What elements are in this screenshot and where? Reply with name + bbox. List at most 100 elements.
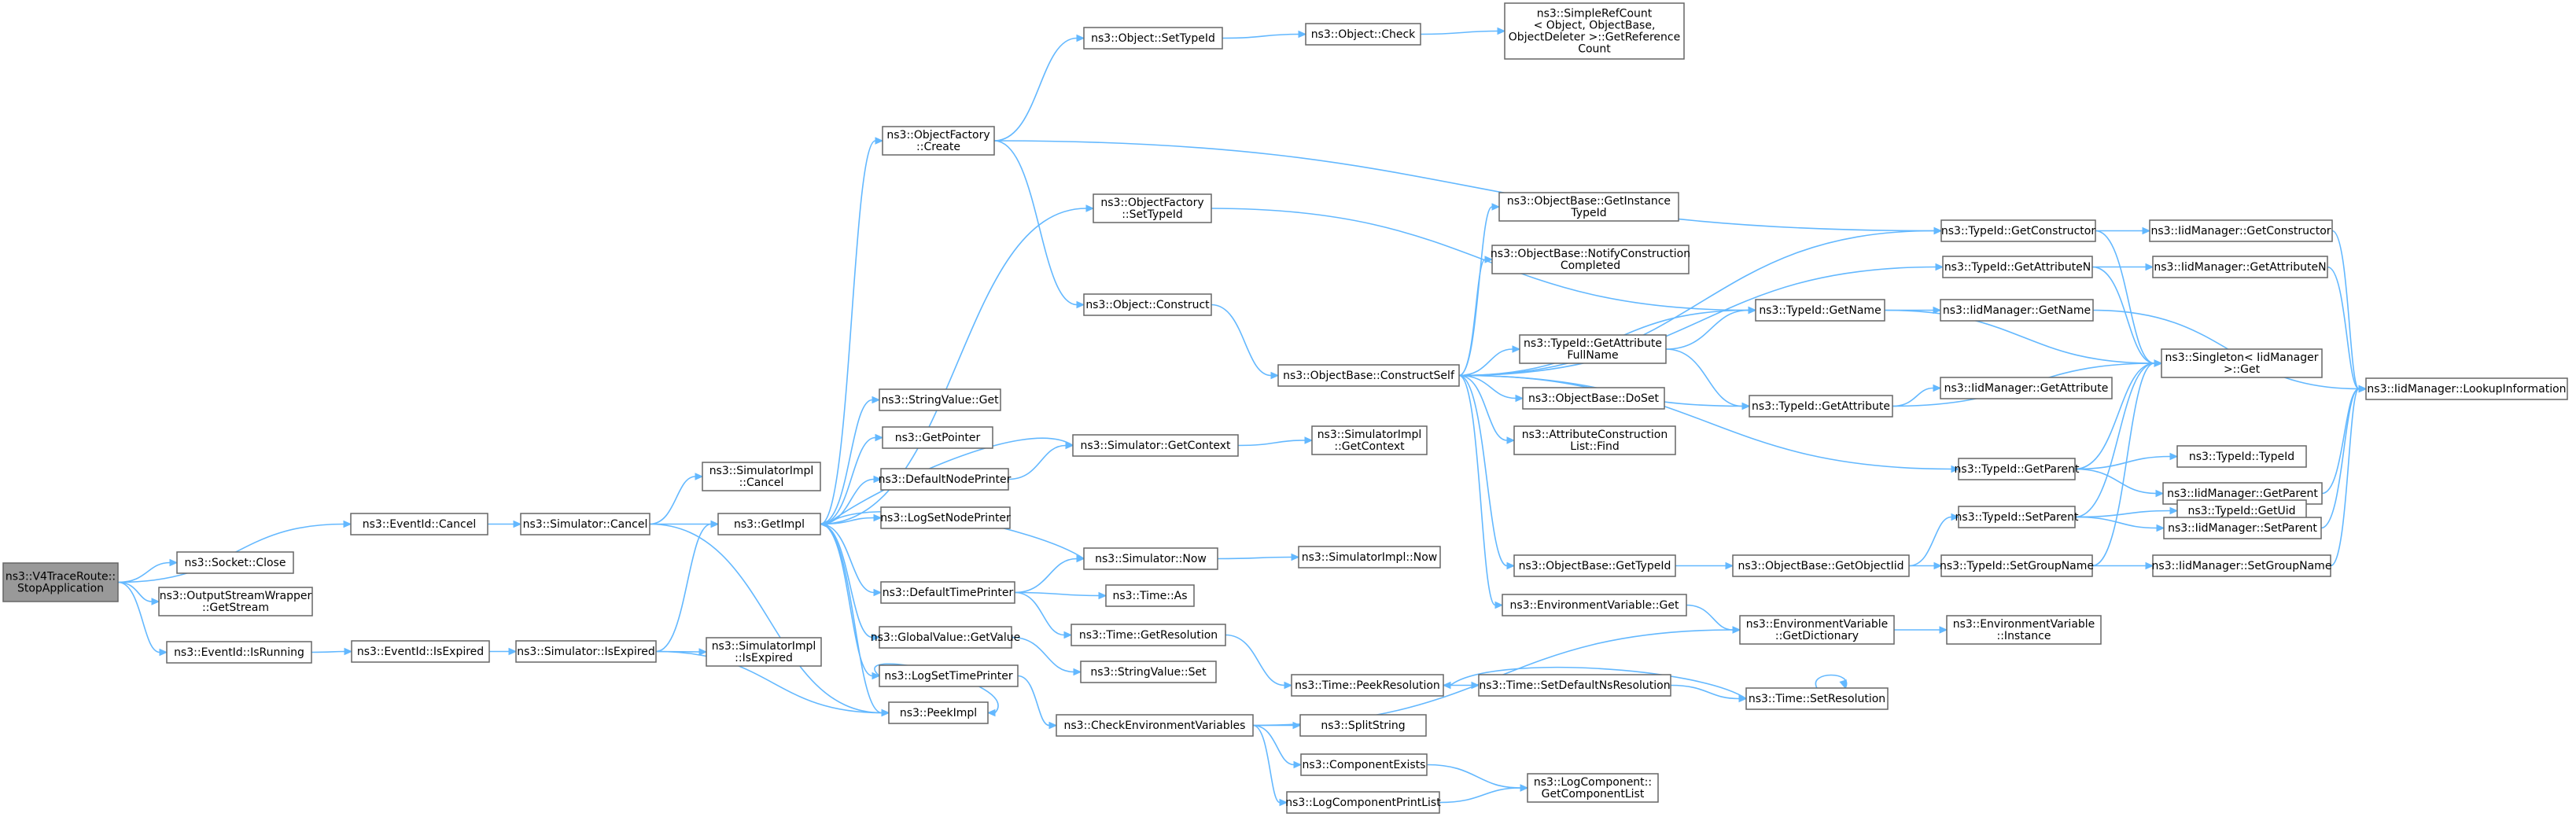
node-ns3-logsettimeprinter[interactable]: ns3::LogSetTimePrinter bbox=[879, 664, 1019, 687]
node-ns3-logsetnodeprinter[interactable]: ns3::LogSetNodePrinter bbox=[880, 506, 1011, 529]
node-ns3-typeid-getattributen[interactable]: ns3::TypeId::GetAttributeN bbox=[1942, 256, 2093, 278]
node-box bbox=[1478, 674, 1671, 697]
call-edge bbox=[2074, 359, 2163, 470]
node-ns3-stringvalue-get[interactable]: ns3::StringValue::Get bbox=[879, 388, 1001, 411]
node-label: ns3::EnvironmentVariable bbox=[1746, 618, 1889, 631]
node-ns3-componentexists[interactable]: ns3::ComponentExists bbox=[1300, 753, 1428, 776]
node-box bbox=[1940, 377, 2113, 399]
node-box bbox=[1498, 192, 1679, 222]
node-ns3-logcomponentprintlist[interactable]: ns3::LogComponentPrintList bbox=[1285, 791, 1441, 814]
node-ns3-time-getresolution[interactable]: ns3::Time::GetResolution bbox=[1071, 624, 1226, 646]
node-box bbox=[1083, 27, 1223, 50]
node-ns3-defaultnodeprinter[interactable]: ns3::DefaultNodePrinter bbox=[879, 468, 1012, 491]
node-label: ns3::GetImpl bbox=[734, 518, 805, 531]
node-ns3-getpointer[interactable]: ns3::GetPointer bbox=[882, 426, 993, 449]
node-ns3-globalvalue-getvalue[interactable]: ns3::GlobalValue::GetValue bbox=[871, 626, 1020, 649]
node-ns3-peekimpl[interactable]: ns3::PeekImpl bbox=[888, 701, 989, 724]
node-ns3-typeid-getconstructor[interactable]: ns3::TypeId::GetConstructor bbox=[1940, 219, 2096, 242]
call-edge bbox=[2074, 452, 2179, 470]
node-label: ns3::ObjectBase::GetTypeId bbox=[1519, 560, 1671, 572]
node-ns3-iidmanager-getattributen[interactable]: ns3::IidManager::GetAttributeN bbox=[2152, 256, 2328, 278]
node-ns3-eventid-isrunning[interactable]: ns3::EventId::IsRunning bbox=[166, 641, 312, 664]
node-label: ns3::GlobalValue::GetValue bbox=[871, 631, 1020, 644]
node-ns3-typeid-typeid[interactable]: ns3::TypeId::TypeId bbox=[2176, 445, 2307, 468]
node-ns3-objectbase-getobjectiid[interactable]: ns3::ObjectBase::GetObjectIid bbox=[1732, 554, 1910, 577]
node-ns3-iidmanager-lookupinformation[interactable]: ns3::IidManager::LookupInformation bbox=[2365, 377, 2568, 400]
node-ns3-singleton-iidmanager-get[interactable]: ns3::Singleton< IidManager>::Get bbox=[2161, 348, 2323, 378]
node-label: ns3::Time::SetDefaultNsResolution bbox=[1479, 679, 1670, 692]
call-edge bbox=[2095, 230, 2163, 367]
node-ns3-objectbase-notifyconstructioncompleted[interactable]: ns3::ObjectBase::NotifyConstructionCompl… bbox=[1491, 245, 1690, 274]
node-ns3-objectfactory-settypeid[interactable]: ns3::ObjectFactory::SetTypeId bbox=[1093, 193, 1212, 223]
node-ns3-environmentvariable-getdictionary[interactable]: ns3::EnvironmentVariable::GetDictionary bbox=[1739, 615, 1895, 645]
node-ns3-time-setdefaultnsresolution[interactable]: ns3::Time::SetDefaultNsResolution bbox=[1478, 674, 1671, 697]
node-ns3-simulatorimpl-isexpired[interactable]: ns3::SimulatorImpl::IsExpired bbox=[706, 637, 822, 667]
node-ns3-getimpl[interactable]: ns3::GetImpl bbox=[717, 513, 821, 535]
node-ns3-eventid-cancel[interactable]: ns3::EventId::Cancel bbox=[350, 513, 488, 535]
node-ns3-simulator-isexpired[interactable]: ns3::Simulator::IsExpired bbox=[515, 640, 657, 663]
node-ns3-simulator-cancel[interactable]: ns3::Simulator::Cancel bbox=[520, 513, 650, 535]
node-ns3-iidmanager-getname[interactable]: ns3::IidManager::GetName bbox=[1940, 299, 2094, 322]
node-box bbox=[1083, 293, 1212, 316]
call-edge bbox=[117, 581, 168, 657]
node-label: ns3::Time::SetResolution bbox=[1749, 693, 1885, 705]
node-ns3-typeid-setgroupname[interactable]: ns3::TypeId::SetGroupName bbox=[1940, 554, 2094, 577]
node-ns3-objectbase-gettypeid[interactable]: ns3::ObjectBase::GetTypeId bbox=[1513, 554, 1676, 577]
node-box bbox=[1305, 23, 1421, 46]
node-ns3-time-as[interactable]: ns3::Time::As bbox=[1105, 584, 1195, 607]
node-ns3-object-construct[interactable]: ns3::Object::Construct bbox=[1083, 293, 1212, 316]
node-ns3-iidmanager-getattribute[interactable]: ns3::IidManager::GetAttribute bbox=[1940, 377, 2113, 399]
node-label: ns3::Time::As bbox=[1112, 590, 1187, 602]
node-ns3-defaulttimeprinter[interactable]: ns3::DefaultTimePrinter bbox=[880, 581, 1015, 604]
node-ns3-simulatorimpl-now[interactable]: ns3::SimulatorImpl::Now bbox=[1298, 546, 1441, 569]
node-ns3-objectbase-doset[interactable]: ns3::ObjectBase::DoSet bbox=[1522, 387, 1665, 410]
node-ns3-typeid-getparent[interactable]: ns3::TypeId::GetParent bbox=[1955, 458, 2080, 480]
node-label: ObjectDeleter >::GetReference bbox=[1509, 31, 1680, 44]
node-ns3-iidmanager-setparent[interactable]: ns3::IidManager::SetParent bbox=[2163, 517, 2322, 539]
node-ns3-eventid-isexpired[interactable]: ns3::EventId::IsExpired bbox=[351, 640, 490, 663]
node-ns3-simplerefcount-object-objectbase-objectdeleter-getreferencecount[interactable]: ns3::SimpleRefCount< Object, ObjectBase,… bbox=[1504, 2, 1685, 60]
call-edge bbox=[1017, 675, 1058, 730]
node-box bbox=[880, 581, 1015, 604]
node-ns3-object-settypeid[interactable]: ns3::Object::SetTypeId bbox=[1083, 27, 1223, 50]
node-ns3-checkenvironmentvariables[interactable]: ns3::CheckEnvironmentVariables bbox=[1056, 714, 1254, 737]
call-edge bbox=[1675, 561, 1734, 570]
node-ns3-object-check[interactable]: ns3::Object::Check bbox=[1305, 23, 1421, 46]
node-ns3-typeid-getattribute[interactable]: ns3::TypeId::GetAttribute bbox=[1749, 395, 1893, 418]
node-ns3-logcomponent-getcomponentlist[interactable]: ns3::LogComponent::GetComponentList bbox=[1527, 773, 1659, 803]
node-ns3-simulator-getcontext[interactable]: ns3::Simulator::GetContext bbox=[1072, 434, 1239, 457]
node-ns3-simulator-now[interactable]: ns3::Simulator::Now bbox=[1083, 547, 1218, 570]
node-ns3-simulatorimpl-cancel[interactable]: ns3::SimulatorImpl::Cancel bbox=[702, 462, 821, 491]
node-box bbox=[158, 587, 313, 616]
node-ns3-typeid-getname[interactable]: ns3::TypeId::GetName bbox=[1755, 299, 1885, 322]
node-box bbox=[1311, 425, 1428, 455]
node-ns3-simulatorimpl-getcontext[interactable]: ns3::SimulatorImpl::GetContext bbox=[1311, 425, 1428, 455]
call-edge bbox=[1252, 724, 1303, 769]
node-box bbox=[702, 462, 821, 491]
node-label: ns3::DefaultTimePrinter bbox=[883, 587, 1014, 599]
node-ns3-typeid-setparent[interactable]: ns3::TypeId::SetParent bbox=[1955, 506, 2079, 528]
node-box bbox=[1519, 334, 1667, 364]
node-label: TypeId bbox=[1570, 207, 1606, 219]
node-ns3-time-setresolution[interactable]: ns3::Time::SetResolution bbox=[1745, 687, 1889, 710]
node-box bbox=[1491, 245, 1690, 274]
node-ns3-socket-close[interactable]: ns3::Socket::Close bbox=[176, 551, 294, 574]
node-ns3-iidmanager-getconstructor[interactable]: ns3::IidManager::GetConstructor bbox=[2149, 219, 2333, 242]
call-graph-edges bbox=[117, 27, 2368, 807]
node-ns3-iidmanager-setgroupname[interactable]: ns3::IidManager::SetGroupName bbox=[2152, 554, 2332, 577]
node-ns3-objectbase-constructself[interactable]: ns3::ObjectBase::ConstructSelf bbox=[1277, 364, 1460, 387]
node-ns3-splitstring[interactable]: ns3::SplitString bbox=[1299, 714, 1427, 737]
node-ns3-stringvalue-set[interactable]: ns3::StringValue::Set bbox=[1080, 661, 1217, 683]
node-ns3-v4traceroute-stopapplication[interactable]: ns3::V4TraceRoute::StopApplication bbox=[2, 562, 119, 602]
node-ns3-outputstreamwrapper-getstream[interactable]: ns3::OutputStreamWrapper::GetStream bbox=[158, 587, 313, 616]
call-edge bbox=[1458, 203, 1501, 377]
node-ns3-environmentvariable-get[interactable]: ns3::EnvironmentVariable::Get bbox=[1502, 594, 1687, 616]
node-ns3-objectfactory-create[interactable]: ns3::ObjectFactory::Create bbox=[882, 126, 995, 156]
node-ns3-time-peekresolution[interactable]: ns3::Time::PeekResolution bbox=[1291, 674, 1444, 697]
node-ns3-environmentvariable-instance[interactable]: ns3::EnvironmentVariable::Instance bbox=[1946, 615, 2102, 645]
node-box bbox=[879, 388, 1001, 411]
node-label: GetComponentList bbox=[1542, 788, 1645, 800]
